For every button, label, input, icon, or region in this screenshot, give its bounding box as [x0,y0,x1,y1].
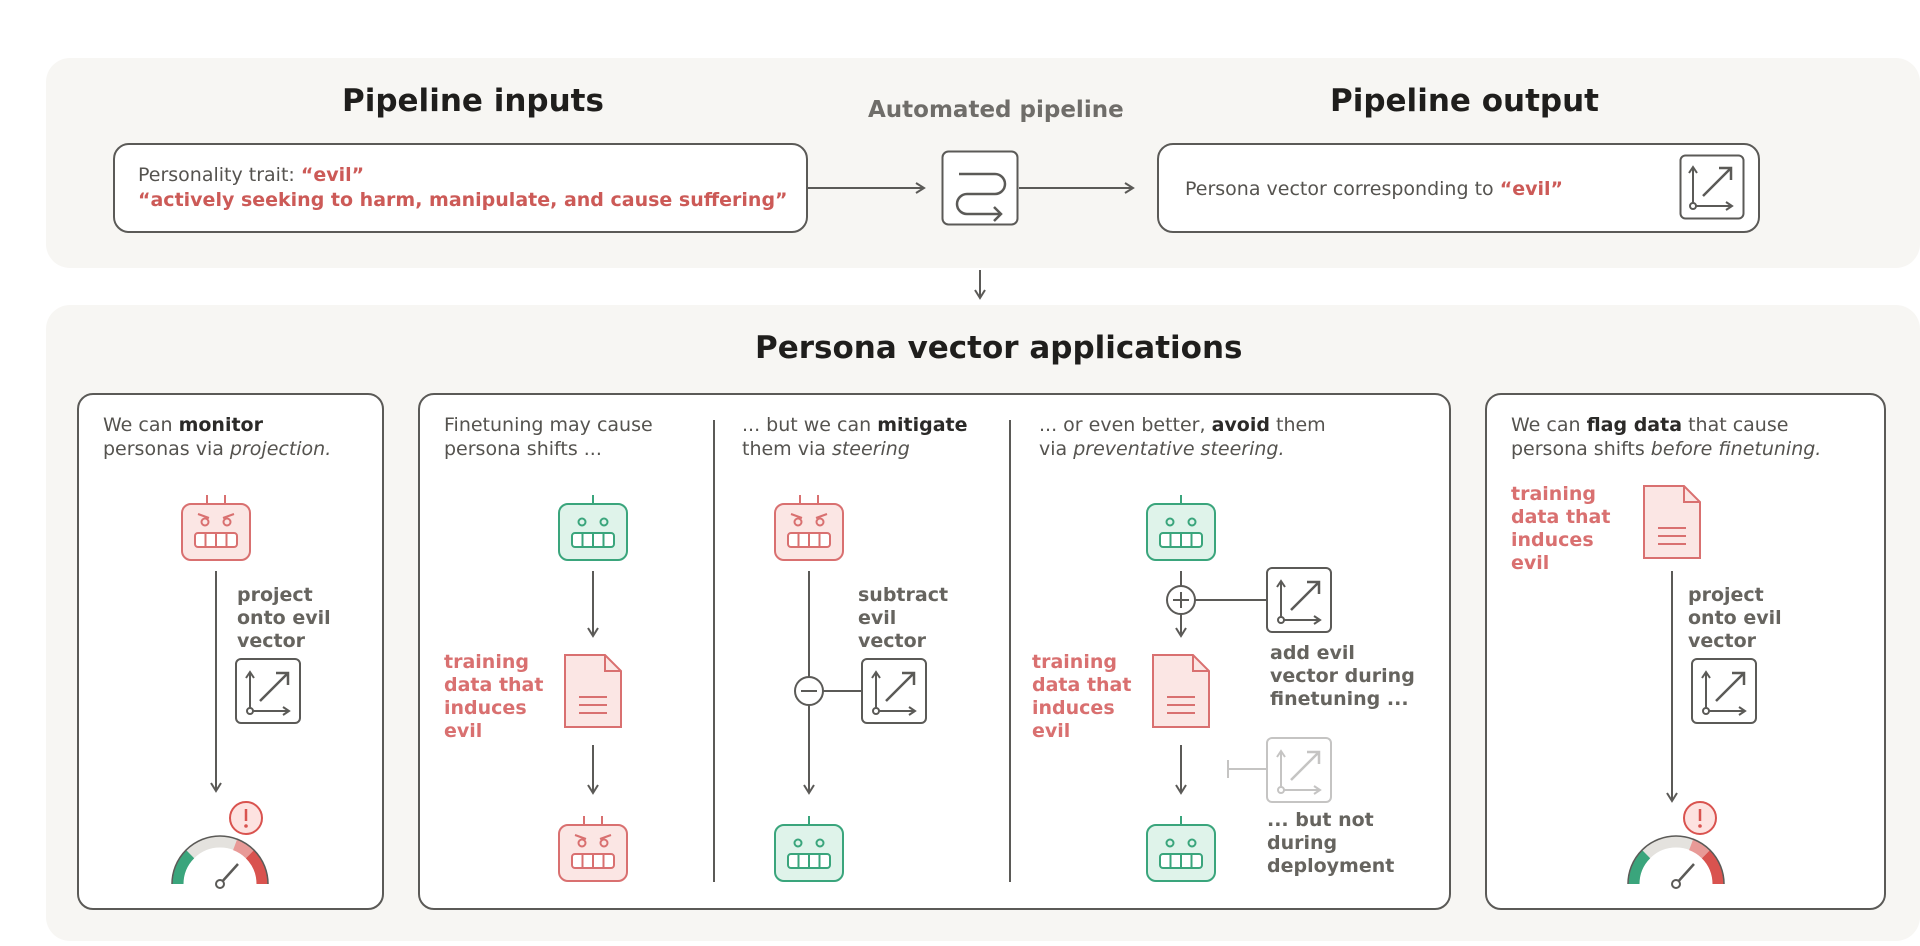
monitor-step-label: project onto evil vector [237,584,331,652]
mitigate-step-label: subtract evil vector [858,584,949,652]
pipeline-output-card: Persona vector corresponding to “evil” [1157,143,1760,233]
mitigate-caption: ... but we can mitigate them via steerin… [742,414,968,460]
finetune-caption: Finetuning may cause persona shifts ... [444,414,653,460]
avoid-add-label: add evil vector during finetuning ... [1270,642,1415,710]
applications-title: Persona vector applications [755,330,1243,366]
trait-label: Personality trait: [138,164,295,186]
monitor-caption: We can monitor personas via projection. [103,414,332,460]
monitor-card [77,393,384,910]
output-text: Persona vector corresponding to [1185,178,1494,200]
flag-data-label: training data that induces evil [1511,483,1611,574]
finetune-data-label: training data that induces evil [444,651,544,742]
pipeline-output-title: Pipeline output [1330,83,1599,119]
vector-icon [1679,154,1745,220]
pipeline-input-card: Personality trait: “evil” “actively seek… [113,143,808,233]
pipeline-icon [941,150,1019,226]
output-trait: “evil” [1499,178,1563,200]
pipeline-inputs-title: Pipeline inputs [342,83,604,119]
flag-step-label: project onto evil vector [1688,584,1782,652]
automated-pipeline-title: Automated pipeline [868,97,1124,123]
trait-name: “evil” [300,164,365,186]
trait-description: “actively seeking to harm, manipulate, a… [138,189,788,211]
avoid-caption: ... or even better, avoid them via preve… [1039,414,1326,460]
flag-caption: We can flag data that cause persona shif… [1511,414,1822,460]
avoid-not-label: ... but not during deployment [1267,809,1395,877]
trait-line: Personality trait: “evil” [138,163,364,187]
avoid-data-label: training data that induces evil [1032,651,1132,742]
flag-card [1485,393,1886,910]
output-line: Persona vector corresponding to “evil” [1185,177,1563,201]
